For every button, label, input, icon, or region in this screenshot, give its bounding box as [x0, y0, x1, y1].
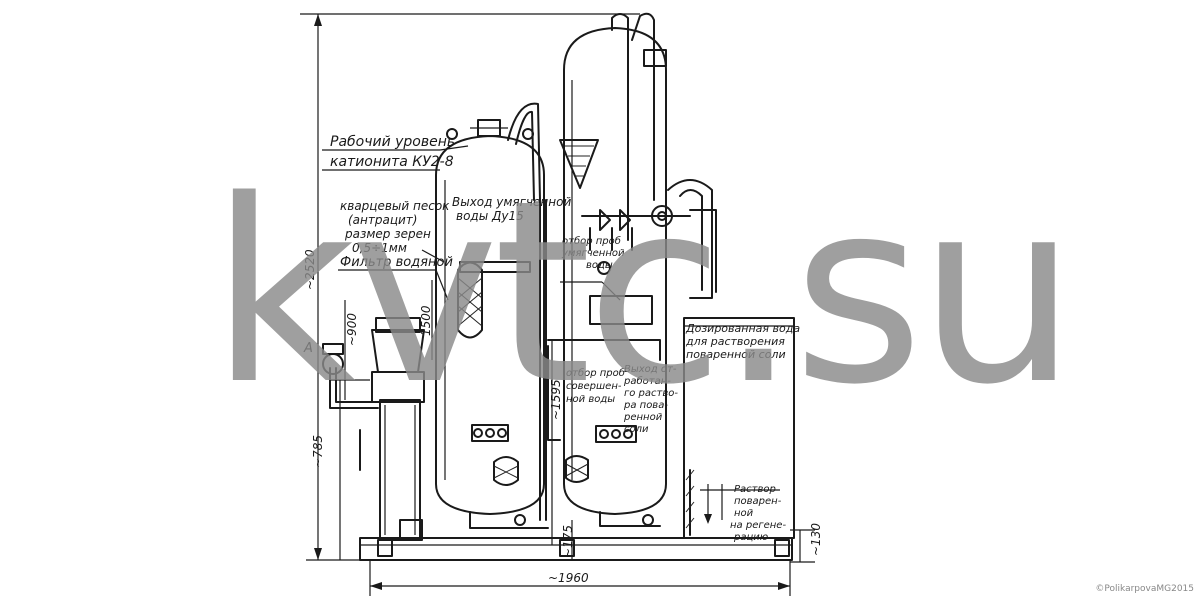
point-a-label: А	[303, 341, 313, 356]
solution-label-2: поварен-	[734, 496, 782, 507]
copyright-text: ©PolikarpovaMG2015	[1095, 584, 1194, 594]
working-level-label-2: катионита КУ2-8	[330, 154, 454, 170]
distributor-right	[595, 425, 637, 443]
sand-label-1: кварцевый песок	[340, 199, 450, 213]
cation-tank-left	[435, 102, 599, 529]
sample-label-2: умягченной	[561, 248, 625, 259]
waste-label-2: работан-	[623, 375, 671, 387]
dim-130: ~130	[809, 523, 823, 556]
sand-label-3: размер зерен	[344, 227, 431, 241]
dimension-lines	[300, 13, 815, 596]
dim-785: ~785	[311, 435, 325, 468]
cation-tank-right	[547, 12, 717, 527]
working-level-label-1: Рабочий уровень	[330, 134, 455, 150]
sand-label-4: 0,5÷1мм	[352, 241, 407, 255]
dim-height-total: ~2520	[303, 249, 317, 290]
filter-label: Фильтр водяной	[340, 255, 453, 270]
waste-label-1: Выход от-	[624, 364, 677, 375]
sample-label-1: отбор проб	[562, 235, 621, 247]
dimension-texts: ~2520 ~1960 ~900 1500 ~785 ~1595 ~175 ~1…	[303, 249, 823, 585]
waste-label-4: ра пова-	[623, 400, 668, 411]
leader-lines	[322, 145, 621, 301]
waste-label-3: го раство-	[624, 388, 678, 399]
salt-tank	[683, 317, 795, 539]
sample-label-3: воды	[586, 260, 613, 271]
solution-label-5: рацию	[733, 532, 768, 543]
outlet-label-2: воды Ду15	[456, 209, 524, 223]
lower-sample-label-1: отбор проб	[566, 367, 625, 379]
solution-label-3: ной	[734, 508, 754, 519]
annotations: Рабочий уровень катионита КУ2-8 кварцевы…	[303, 134, 800, 543]
lower-sample-label-2: совершен-	[566, 381, 622, 392]
dim-900: ~900	[345, 313, 359, 346]
dim-width-total: ~1960	[548, 571, 589, 585]
tank-label-1: Дозированная вода	[685, 322, 800, 335]
dim-175: ~175	[561, 525, 575, 558]
dim-1500: 1500	[419, 305, 433, 336]
waste-label-6: соли	[624, 424, 649, 435]
tank-label-3: поваренной соли	[686, 348, 786, 361]
sand-label-2: (антрацит)	[348, 213, 417, 227]
lower-sample-label-3: ной воды	[566, 394, 615, 405]
watermark: kvtc.su	[210, 147, 1078, 440]
outlet-label-1: Выход умягченной	[452, 195, 571, 209]
distributor-left	[471, 424, 509, 442]
dim-1595: ~1595	[549, 379, 563, 420]
valve-cluster	[581, 205, 691, 251]
solution-label-4: на регене-	[730, 520, 786, 531]
base-frame	[359, 537, 793, 561]
water-filter	[322, 317, 425, 541]
waste-label-5: ренной	[623, 412, 663, 423]
tank-label-2: для растворения	[685, 335, 785, 348]
solution-label-1: Раствор	[734, 484, 776, 495]
